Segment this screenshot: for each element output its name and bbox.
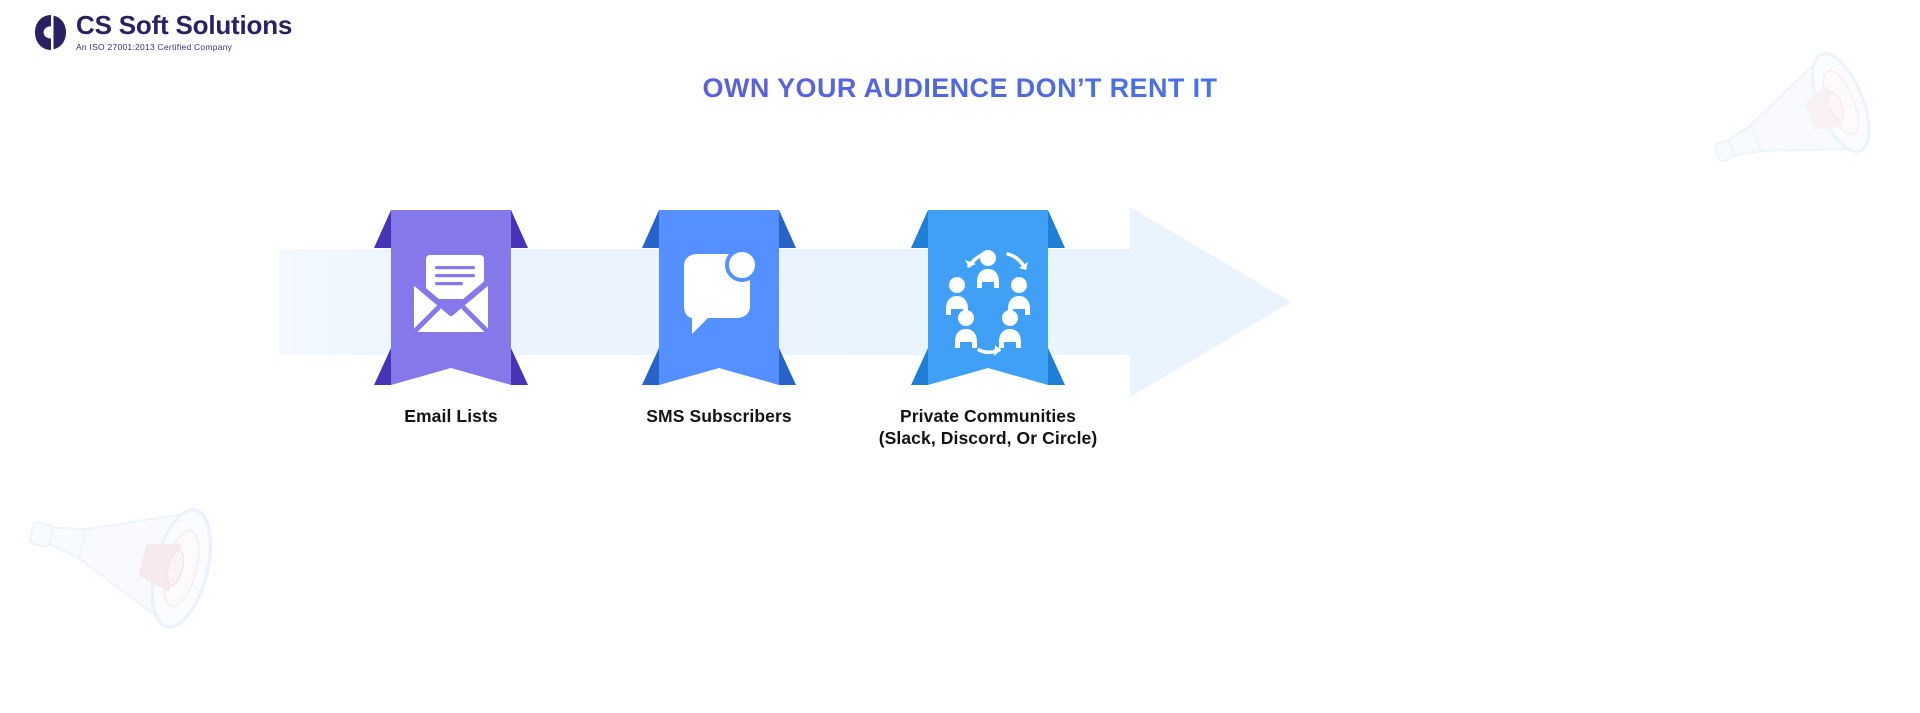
card-private-communities[interactable]: Private Communities (Slack, Discord, Or … xyxy=(853,210,1123,449)
card-label: Private Communities (Slack, Discord, Or … xyxy=(853,405,1123,449)
card-label-line2: (Slack, Discord, Or Circle) xyxy=(878,428,1098,449)
community-icon xyxy=(946,250,1030,356)
ribbon-shape xyxy=(316,210,586,385)
ribbon-fold-top xyxy=(642,210,659,248)
brand-name: CS Soft Solutions xyxy=(76,10,293,40)
card-label-line1: Private Communities xyxy=(900,406,1076,426)
ribbon-fold-bottom xyxy=(642,348,659,385)
ribbon-body xyxy=(928,210,1048,385)
page-title: OWN YOUR AUDIENCE DON’T RENT IT xyxy=(0,73,1920,104)
card-email-lists[interactable]: Email Lists xyxy=(316,210,586,427)
card-label-line1: Email Lists xyxy=(404,406,498,426)
card-sms-subscribers[interactable]: SMS Subscribers xyxy=(584,210,854,427)
brand-tagline: An ISO 27001:2013 Certified Company xyxy=(76,42,233,52)
card-row: Email Lists xyxy=(0,210,1920,470)
card-label: SMS Subscribers xyxy=(584,405,854,427)
ribbon-fold-bottom-right xyxy=(511,348,528,385)
ribbon-fold-bottom xyxy=(911,348,928,385)
card-label-line1: SMS Subscribers xyxy=(646,406,792,426)
ribbon-fold-bottom-right xyxy=(1048,348,1065,385)
ribbon-shape xyxy=(853,210,1123,385)
ribbon-fold-top xyxy=(911,210,928,248)
ribbon-fold-top-right xyxy=(511,210,528,248)
ribbon-fold-bottom xyxy=(374,348,391,385)
cs-soft-solutions-logo-mark xyxy=(35,15,66,50)
megaphone-icon xyxy=(1690,10,1920,210)
card-label: Email Lists xyxy=(316,405,586,427)
ribbon-fold-top xyxy=(374,210,391,248)
megaphone-icon xyxy=(10,448,310,678)
brand-logo[interactable]: CS Soft Solutions An ISO 27001:2013 Cert… xyxy=(34,12,292,52)
ribbon-shape xyxy=(584,210,854,385)
ribbon-fold-top-right xyxy=(779,210,796,248)
envelope-icon xyxy=(411,255,491,335)
ribbon-fold-bottom-right xyxy=(779,348,796,385)
chat-bubble-icon xyxy=(684,248,759,334)
ribbon-fold-top-right xyxy=(1048,210,1065,248)
